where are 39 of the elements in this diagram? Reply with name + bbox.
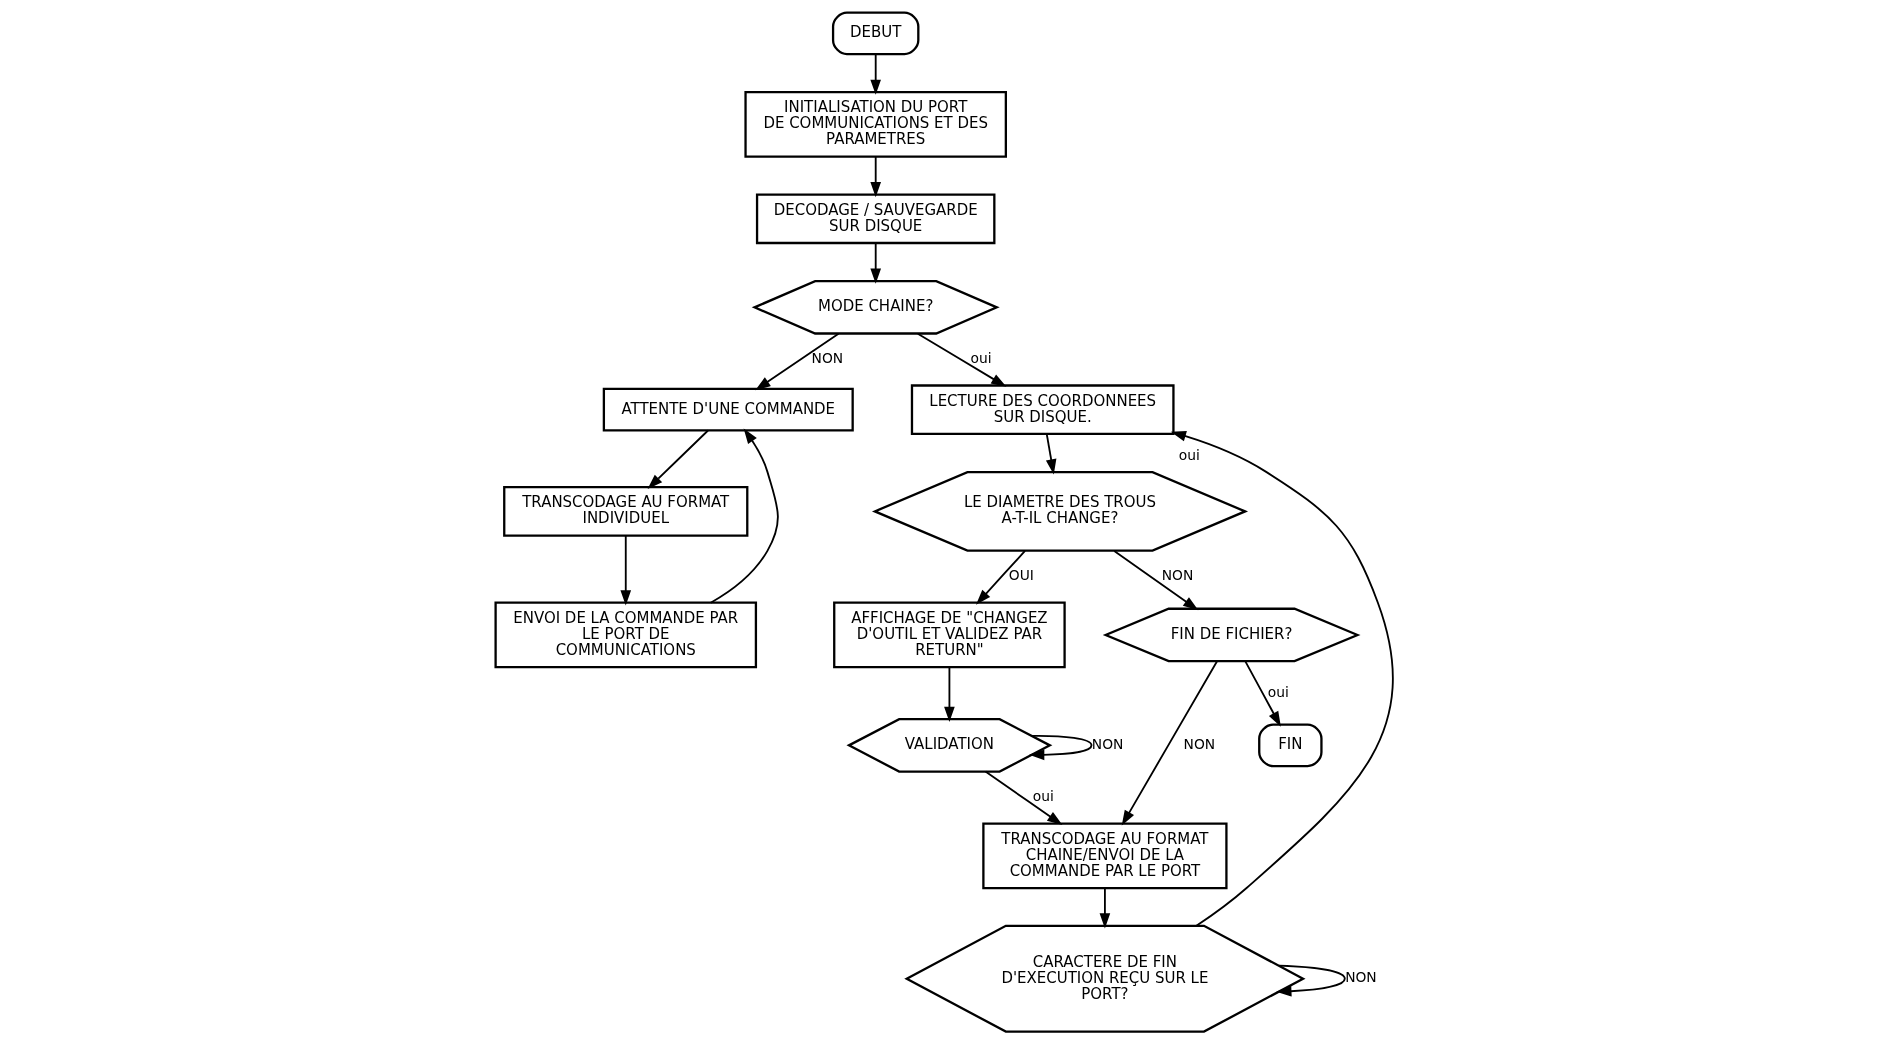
arrow bbox=[975, 550, 1026, 605]
node-box: AFFICHAGE DE "CHANGEZ D'OUTIL ET VALIDEZ PAR RETURN" bbox=[832, 601, 1066, 669]
arrow bbox=[1028, 734, 1092, 761]
arrow bbox=[869, 53, 881, 95]
edge-label: NON bbox=[1344, 969, 1377, 986]
arrow bbox=[647, 429, 709, 490]
edge-label: oui bbox=[1032, 788, 1054, 805]
edge-label: oui bbox=[970, 350, 992, 367]
node-box: DEBUT bbox=[831, 11, 919, 56]
arrow bbox=[1243, 660, 1281, 727]
arrow bbox=[1045, 432, 1056, 475]
edge-label: NON bbox=[1183, 735, 1215, 752]
arrow bbox=[984, 770, 1062, 826]
arrow bbox=[619, 535, 631, 606]
node-box: TRANSCODAGE AU FORMAT INDIVIDUEL bbox=[502, 486, 748, 537]
arrow bbox=[709, 428, 779, 604]
edge-label: NON bbox=[811, 350, 843, 367]
node-box: ATTENTE D'UNE COMMANDE bbox=[602, 387, 854, 432]
arrow bbox=[1170, 431, 1393, 927]
edge-label: oui bbox=[1267, 683, 1289, 700]
arrow bbox=[1121, 660, 1218, 826]
edge-label: OUI bbox=[1008, 567, 1034, 584]
arrow bbox=[1275, 964, 1346, 997]
node-box: FIN bbox=[1257, 723, 1323, 768]
arrow bbox=[1112, 550, 1198, 611]
edge-label: NON bbox=[1091, 735, 1123, 752]
arrow bbox=[916, 332, 1006, 387]
node-box: LECTURE DES COORDONNEES SUR DISQUE. bbox=[910, 384, 1175, 435]
edge-label: NON bbox=[1161, 567, 1193, 584]
node-box: TRANSCODAGE AU FORMAT CHAINE/ENVOI DE LA COMMANDE PAR LE PORT bbox=[981, 822, 1228, 890]
arrow bbox=[869, 242, 881, 284]
arrow bbox=[754, 332, 839, 391]
node-box: INITIALISATION DU PORT DE COMMUNICATIONS ET DES PARAMETRES bbox=[743, 90, 1007, 158]
arrow bbox=[943, 666, 955, 722]
node-box: ENVOI DE LA COMMANDE PAR LE PORT DE COMMUNICATIONS bbox=[493, 601, 757, 669]
edge-label: oui bbox=[1178, 447, 1200, 464]
arrow bbox=[869, 155, 881, 198]
arrow bbox=[1099, 887, 1110, 929]
node-box: DECODAGE / SAUVEGARDE SUR DISQUE bbox=[755, 193, 995, 245]
